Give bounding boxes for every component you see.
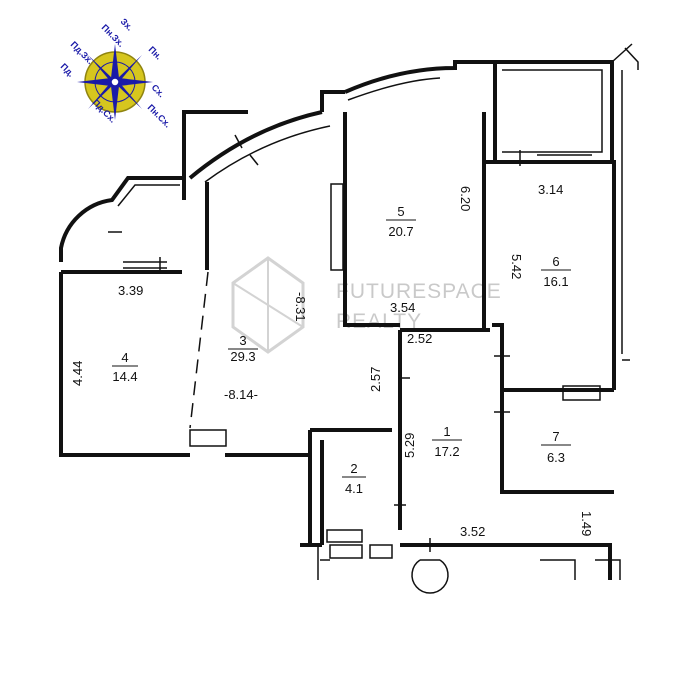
compass-label-sw: Пд.Зх. xyxy=(69,39,96,66)
room-5-number: 5 xyxy=(397,204,404,219)
compass-label-ne: Пн.Сх. xyxy=(146,102,173,129)
room-4-number: 4 xyxy=(121,350,128,365)
compass-rose: Пн. Пн.Сх. Сх. Пд.Сх. Пд. Пд.Зх. Зх. Пн.… xyxy=(59,16,173,129)
dim-entry-height: 1.49 xyxy=(579,511,594,536)
compass-label-w: Зх. xyxy=(119,16,135,32)
dimension-labels: 3.39 4.44 -8.31 -8.14- 6.20 3.54 3.14 5.… xyxy=(70,182,594,539)
compass-label-n: Пн. xyxy=(147,44,164,61)
room-7-area: 6.3 xyxy=(547,450,565,465)
room-6-number: 6 xyxy=(552,254,559,269)
watermark-line1: FUTURESPACE xyxy=(336,280,502,303)
dim-corridor-height: 5.29 xyxy=(402,433,417,458)
room-4-area: 14.4 xyxy=(112,369,137,384)
watermark: FUTURESPACE REALTY xyxy=(231,256,502,354)
dim-hall-width: 2.52 xyxy=(407,331,432,346)
room-labels: 4 14.4 3 29.3 5 20.7 6 16.1 1 17.2 2 4.1… xyxy=(112,204,571,496)
room-3-number: 3 xyxy=(239,333,246,348)
room-2-area: 4.1 xyxy=(345,481,363,496)
dim-room5-height: 6.20 xyxy=(458,186,473,211)
compass-label-e: Сх. xyxy=(150,82,167,99)
dim-room6-width: 3.14 xyxy=(538,182,563,197)
room-7-number: 7 xyxy=(552,429,559,444)
room-6-area: 16.1 xyxy=(543,274,568,289)
dim-room6-height: 5.42 xyxy=(509,254,524,279)
dim-room5-width: 3.54 xyxy=(390,300,415,315)
walls xyxy=(59,43,639,594)
room-1-area: 17.2 xyxy=(434,444,459,459)
room-5-area: 20.7 xyxy=(388,224,413,239)
dim-hall-left: 2.57 xyxy=(368,367,383,392)
dim-room3-width: -8.14- xyxy=(224,387,258,402)
dim-room4-height: 4.44 xyxy=(70,361,85,386)
dim-room4-width: 3.39 xyxy=(118,283,143,298)
room-3-area: 29.3 xyxy=(230,349,255,364)
room-1-number: 1 xyxy=(443,424,450,439)
dim-room3-diag: -8.31 xyxy=(293,292,308,322)
compass-label-s: Пд. xyxy=(59,61,76,78)
room-2-number: 2 xyxy=(350,461,357,476)
compass-rays xyxy=(77,44,153,120)
watermark-line2: REALTY xyxy=(336,310,422,333)
dim-entry-width: 3.52 xyxy=(460,524,485,539)
